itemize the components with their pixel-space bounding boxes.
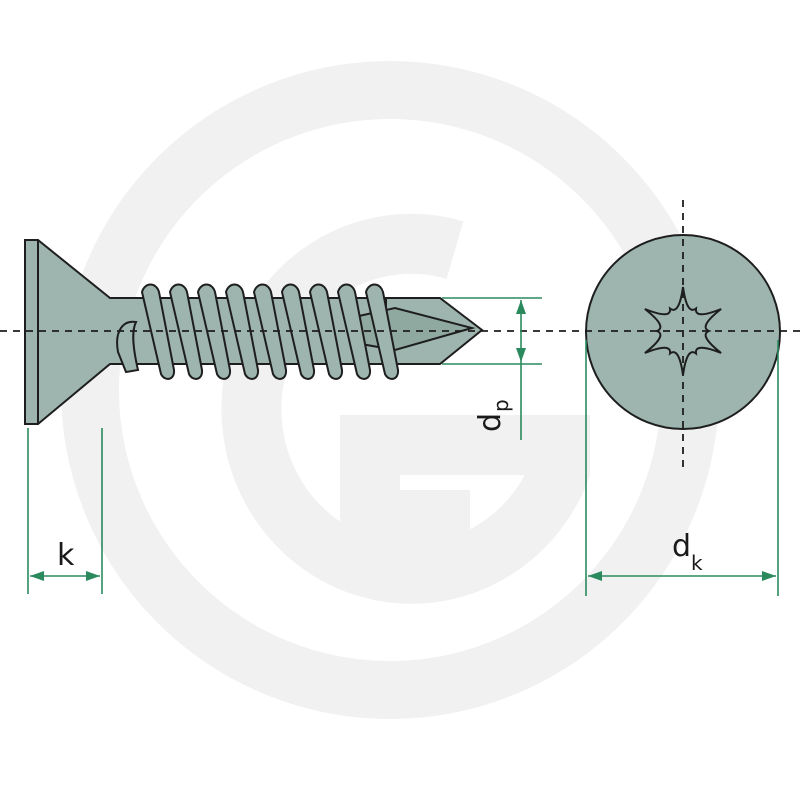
dimension-label-dp-main: d	[473, 413, 508, 432]
thread-crest	[281, 283, 316, 380]
dimension-label-dp-sub: p	[489, 399, 513, 412]
thread-crest	[225, 283, 260, 380]
brand-g-watermark-icon	[61, 61, 719, 719]
dimension-label-dk-sub: k	[691, 551, 703, 575]
thread-crest	[253, 283, 288, 380]
dimension-label-dk-main: d	[672, 529, 691, 564]
dimension-label-dk: d k	[672, 529, 703, 575]
dimension-label-k: k	[57, 538, 75, 573]
dimension-lines	[27, 297, 779, 596]
dimension-label-dp: d p	[473, 399, 513, 432]
centerlines	[0, 200, 800, 470]
thread-root	[116, 320, 140, 374]
screw-body	[24, 239, 484, 425]
